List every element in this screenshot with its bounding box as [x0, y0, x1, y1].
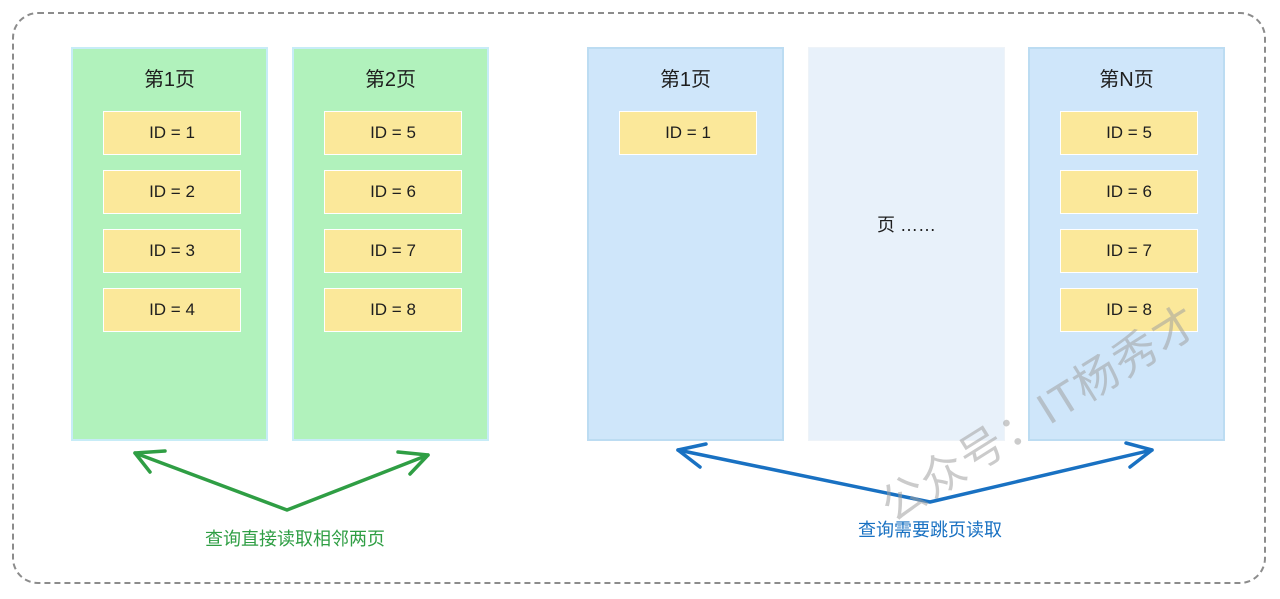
right-middle-page: 页 …… — [808, 47, 1005, 441]
record-cell: ID = 8 — [324, 288, 462, 332]
record-cell: ID = 3 — [103, 229, 241, 273]
page-title: 第N页 — [1099, 69, 1154, 91]
record-cell: ID = 7 — [1060, 229, 1198, 273]
right-first-page: 第1页 ID = 1 — [587, 47, 784, 441]
left-page-1: 第1页 ID = 1 ID = 2 ID = 3 ID = 4 — [71, 47, 268, 441]
record-cell: ID = 1 — [619, 111, 757, 155]
right-caption: 查询需要跳页读取 — [858, 520, 1002, 540]
record-cell: ID = 5 — [1060, 111, 1198, 155]
record-cell: ID = 6 — [1060, 170, 1198, 214]
green-arrow — [133, 449, 430, 512]
right-last-page: 第N页 ID = 5 ID = 6 ID = 7 ID = 8 — [1028, 47, 1225, 441]
record-cell: ID = 2 — [103, 170, 241, 214]
page-title: 第1页 — [659, 69, 712, 91]
record-cell: ID = 8 — [1060, 288, 1198, 332]
record-cell: ID = 6 — [324, 170, 462, 214]
diagram-frame — [12, 12, 1266, 584]
record-cell: ID = 7 — [324, 229, 462, 273]
ellipsis-label: 页 …… — [876, 215, 936, 235]
page-title: 第1页 — [143, 69, 196, 91]
record-cell: ID = 4 — [103, 288, 241, 332]
blue-arrow — [676, 441, 1154, 504]
left-page-2: 第2页 ID = 5 ID = 6 ID = 7 ID = 8 — [292, 47, 489, 441]
record-cell: ID = 1 — [103, 111, 241, 155]
record-cell: ID = 5 — [324, 111, 462, 155]
page-title: 第2页 — [364, 69, 417, 91]
left-caption: 查询直接读取相邻两页 — [205, 529, 385, 549]
